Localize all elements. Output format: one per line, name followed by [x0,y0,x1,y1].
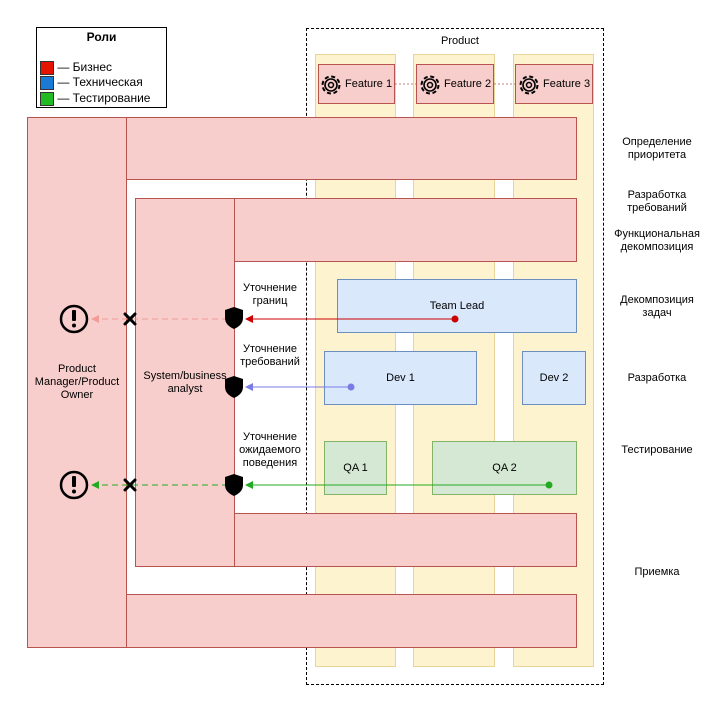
roles-legend: Роли — Бизнес — Техническая — Тестирован… [36,27,167,108]
legend-item-testing: — Тестирование [40,91,150,106]
analyst-block[interactable]: System/business analyst [135,198,235,567]
clarify-boundaries-label: Уточнение границ [242,282,298,307]
boundary-start-dot [451,315,459,323]
shield-icon [225,307,243,329]
product-container [306,28,604,685]
legend-technical-label: — Техническая [57,75,143,89]
product-title: Product [441,35,479,47]
feature-label-1: Feature 1 [345,78,393,90]
product-manager-label: Product Manager/Product Owner [34,363,120,401]
stage-func-decomposition: Функциональная декомпозиция [614,228,700,253]
exclamation-circle-icon [59,304,89,334]
technical-swatch [40,75,54,90]
dev1-label: Dev 1 [386,372,415,384]
stage-development: Разработка [627,372,687,384]
qa2-label: QA 2 [492,462,517,474]
behavior-start-dot [545,481,553,489]
requirements-start-dot [347,383,355,391]
gear-icon [321,75,341,95]
feature-box-3[interactable] [515,64,593,104]
feature-box-1[interactable] [318,64,395,104]
stage-requirements: Разработка требований [627,189,687,214]
shield-icon [225,376,243,398]
x-icon [123,312,137,326]
stage-acceptance: Приемка [634,566,680,578]
legend-title: Роли [86,30,117,44]
shield-icon [225,474,243,496]
stage-task-decomposition: Декомпозиция задач [620,294,694,319]
team-lead-box[interactable]: Team Lead [337,279,577,333]
clarify-behavior-label: Уточнение ожидаемого поведения [239,431,301,469]
legend-item-business: — Бизнес [40,60,112,75]
dev1-box[interactable]: Dev 1 [324,351,477,405]
product-manager-block[interactable]: Product Manager/Product Owner [27,117,127,648]
legend-business-label: — Бизнес [57,60,113,74]
stage-testing: Тестирование [621,444,693,456]
feature-label-3: Feature 3 [543,78,591,90]
gear-icon [420,75,440,95]
dev2-box[interactable]: Dev 2 [522,351,586,405]
clarify-requirements-label: Уточнение требований [240,343,300,368]
qa1-box[interactable]: QA 1 [324,441,387,495]
exclamation-circle-icon [59,470,89,500]
business-swatch [40,60,54,75]
stage-priority: Определение приоритета [622,136,692,161]
x-icon [123,478,137,492]
gear-icon [519,75,539,95]
feature-label-2: Feature 2 [444,78,492,90]
legend-testing-label: — Тестирование [57,91,151,105]
qa2-box[interactable]: QA 2 [432,441,577,495]
legend-item-technical: — Техническая [40,75,143,90]
team-lead-label: Team Lead [429,300,485,312]
feature-box-2[interactable] [416,64,494,104]
analyst-label: System/business analyst [143,369,227,395]
qa1-label: QA 1 [343,462,368,474]
testing-swatch [40,91,54,106]
dev2-label: Dev 2 [539,372,569,384]
